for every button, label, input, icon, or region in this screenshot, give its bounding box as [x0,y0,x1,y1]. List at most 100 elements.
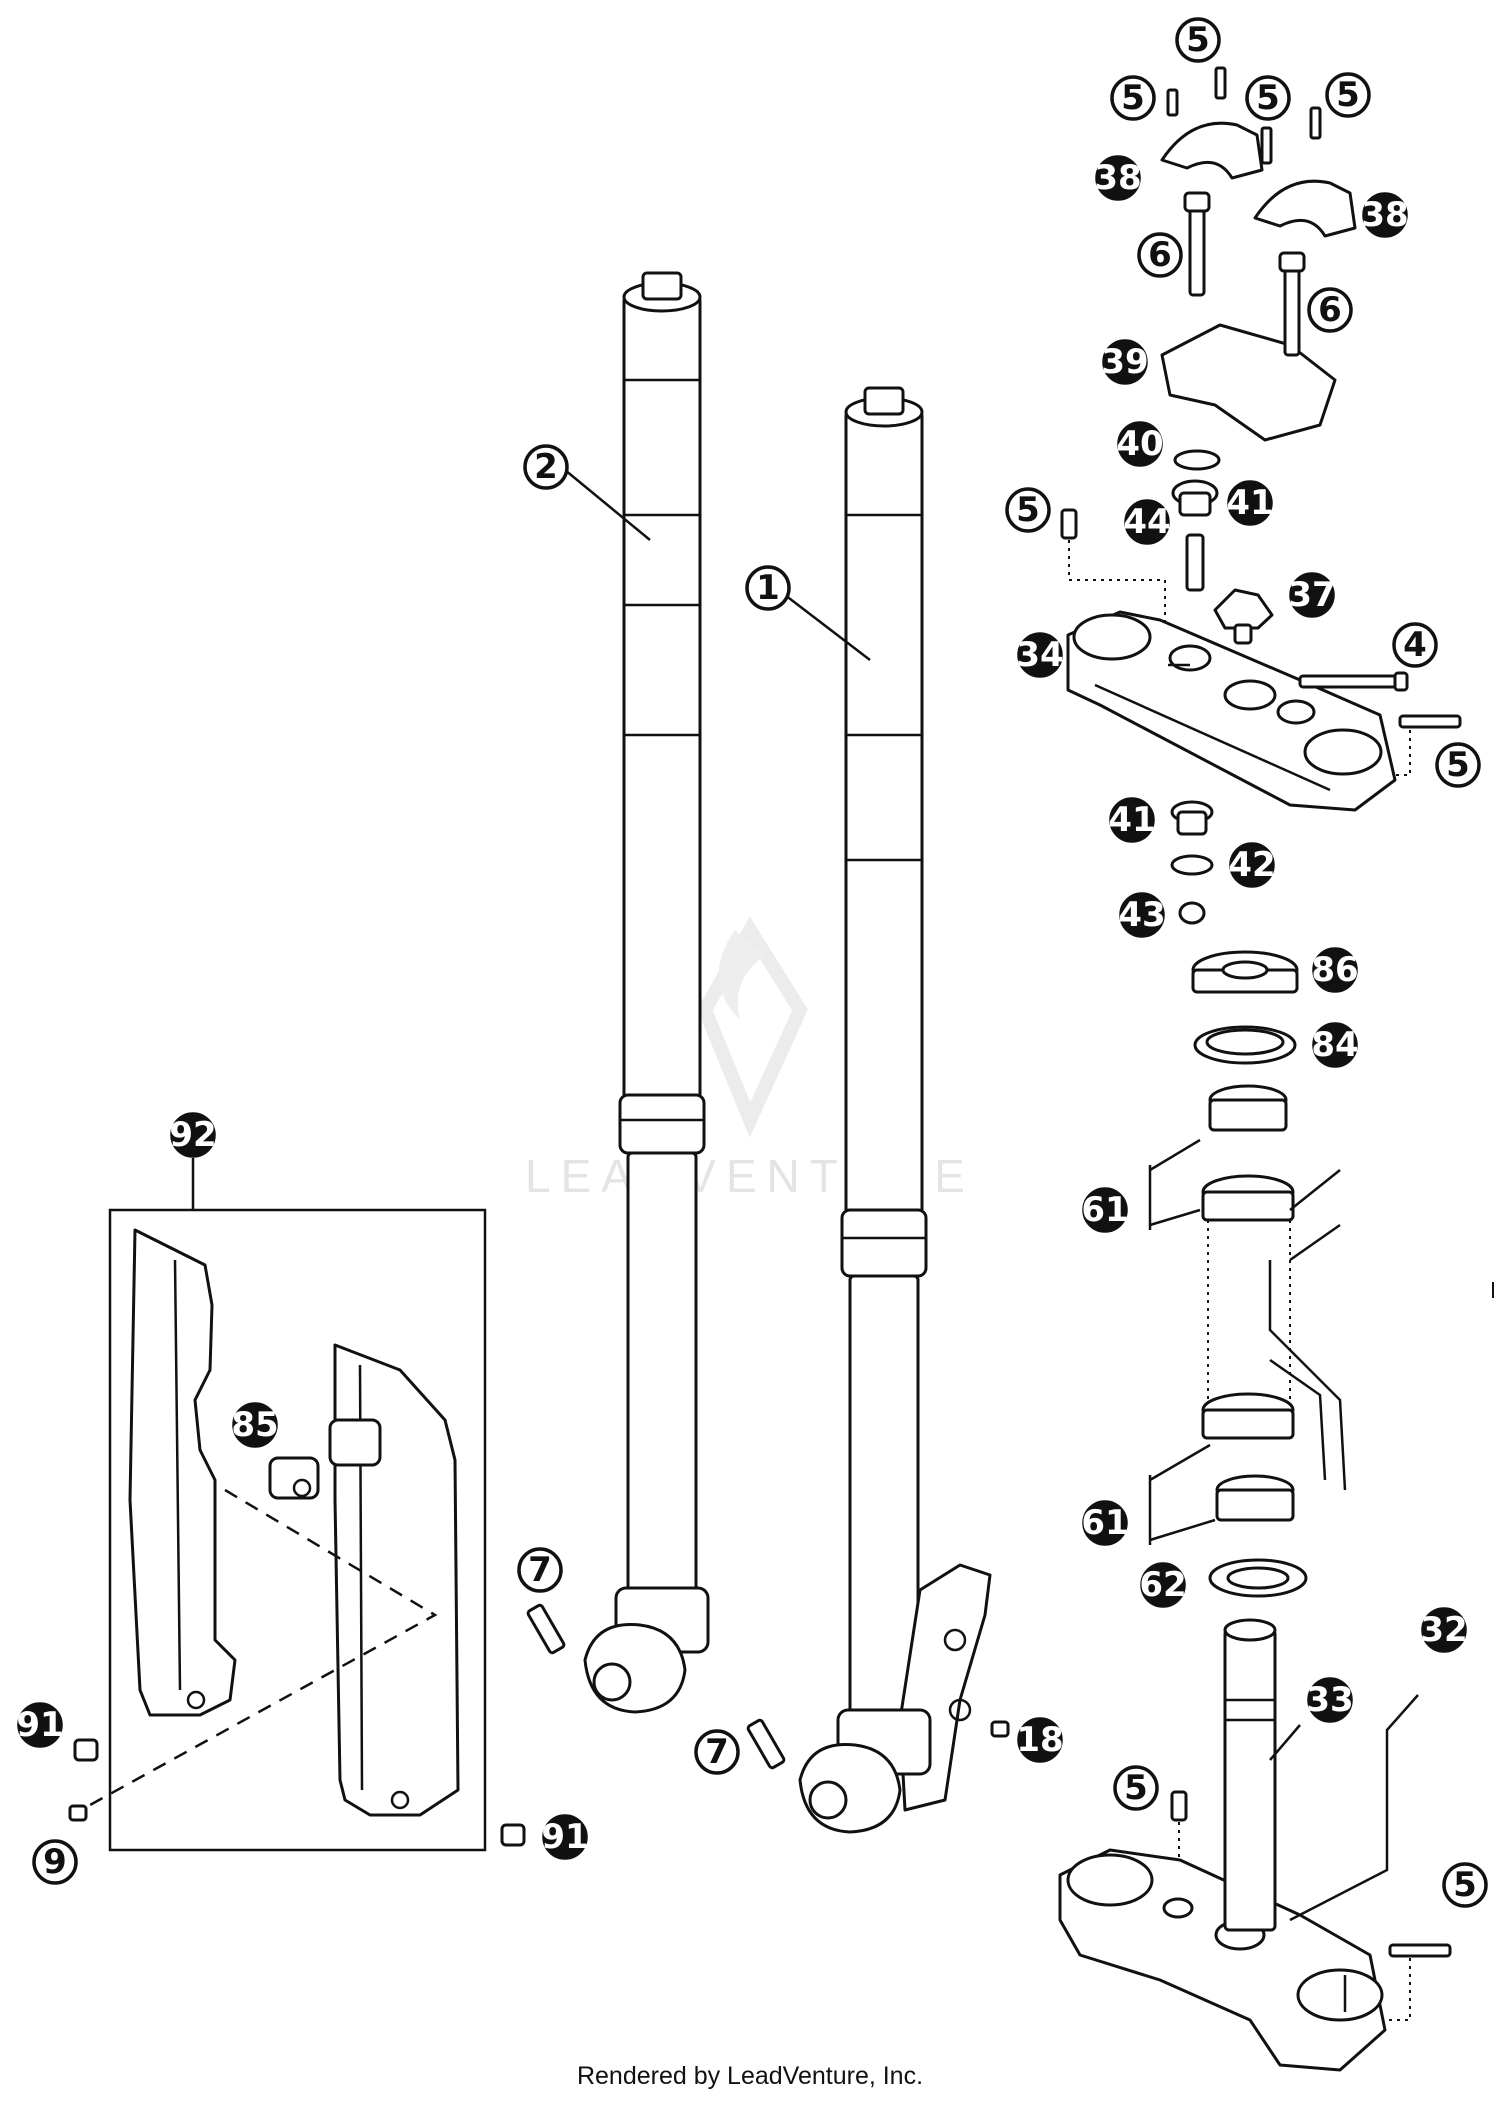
nut-43[interactable] [1178,901,1206,925]
svg-text:1: 1 [756,568,780,608]
callout-42: 42 [1228,842,1276,888]
callout-92: 92 [169,1112,217,1158]
svg-text:5: 5 [1186,20,1210,60]
bolt-5-lower-side[interactable] [1385,1943,1452,2021]
callout-43: 43 [1118,892,1166,938]
svg-text:5: 5 [1121,78,1145,118]
svg-text:37: 37 [1288,575,1335,615]
svg-text:85: 85 [231,1405,278,1445]
pin-44[interactable] [1185,533,1205,592]
svg-text:44: 44 [1123,502,1170,542]
axle-clamp-bolt-left[interactable] [526,1603,566,1655]
svg-text:18: 18 [1016,1720,1063,1760]
bearing-61-lower[interactable] [1148,1392,1295,1545]
screw-9[interactable] [68,1804,88,1822]
svg-text:2: 2 [534,447,558,487]
svg-text:7: 7 [528,1550,552,1590]
svg-text:5: 5 [1446,745,1470,785]
bushing-41-lower[interactable] [1170,800,1214,836]
bearing-61-upper[interactable] [1148,1084,1295,1230]
fork-guard-set-92[interactable] [108,1208,487,1852]
callout-5-a: 5 [1175,17,1221,63]
washer-42[interactable] [1170,854,1214,876]
svg-text:5: 5 [1016,490,1040,530]
handlebar-clamp-base-39[interactable] [1160,323,1337,442]
callout-7-a: 7 [517,1547,563,1593]
svg-text:9: 9 [43,1842,67,1882]
svg-text:91: 91 [541,1817,588,1857]
callout-34: 34 [1016,632,1064,678]
callout-44: 44 [1123,499,1171,545]
svg-text:61: 61 [1081,1190,1128,1230]
svg-text:5: 5 [1124,1768,1148,1808]
callout-39: 39 [1101,339,1149,385]
svg-text:5: 5 [1256,78,1280,118]
svg-text:41: 41 [1226,483,1273,523]
small-bolts-5-top[interactable] [1166,66,1322,165]
callout-91-b: 91 [541,1814,589,1860]
callout-18: 18 [1016,1717,1064,1763]
steering-stem-33[interactable] [1223,1618,1277,1932]
svg-text:5: 5 [1453,1865,1477,1905]
svg-text:42: 42 [1228,845,1275,885]
nut-18[interactable] [990,1720,1010,1738]
svg-text:38: 38 [1361,195,1408,235]
screw-91-left[interactable] [73,1738,99,1762]
callout-5-f: 5 [1435,742,1481,788]
svg-text:32: 32 [1420,1610,1467,1650]
callout-84: 84 [1311,1022,1359,1068]
svg-text:40: 40 [1116,424,1163,464]
svg-text:43: 43 [1118,895,1165,935]
callout-37: 37 [1288,572,1336,618]
lower-triple-clamp-32[interactable] [1058,1848,1387,2072]
callout-1: 1 [745,565,791,611]
callout-40: 40 [1116,421,1164,467]
washer-40[interactable] [1173,449,1221,471]
callout-38-b: 38 [1361,192,1409,238]
callout-86: 86 [1311,947,1359,993]
callout-33: 33 [1306,1677,1354,1723]
bushing-41-upper[interactable] [1171,479,1219,517]
svg-text:6: 6 [1318,290,1342,330]
svg-text:34: 34 [1016,635,1063,675]
svg-text:61: 61 [1081,1503,1128,1543]
seal-62[interactable] [1208,1558,1308,1598]
axle-clamp-bolt-right[interactable] [746,1718,786,1770]
clamp-bolts-6[interactable] [1183,191,1306,357]
render-credit: Rendered by LeadVenture, Inc. [576,2062,924,2090]
svg-text:86: 86 [1311,950,1358,990]
svg-text:39: 39 [1101,342,1148,382]
callout-5-e: 5 [1005,487,1051,533]
bolt-4[interactable] [1298,671,1409,692]
callout-41-b: 41 [1108,797,1156,843]
callout-5-g: 5 [1113,1765,1159,1811]
callout-4: 4 [1392,622,1438,668]
svg-text:38: 38 [1094,158,1141,198]
guard-clip-85[interactable] [268,1456,320,1500]
callout-61-a: 61 [1081,1187,1129,1233]
callout-6-a: 6 [1137,232,1183,278]
upper-triple-clamp-34[interactable] [1066,610,1397,812]
screw-91-right[interactable] [500,1823,526,1847]
handlebar-clamp-38-left[interactable] [1160,121,1264,180]
callout-5-h: 5 [1442,1862,1488,1908]
callout-5-c: 5 [1245,75,1291,121]
bolt-5-clamp-side[interactable] [1395,714,1462,776]
seal-86[interactable] [1191,950,1299,994]
svg-text:91: 91 [16,1705,63,1745]
svg-text:84: 84 [1311,1025,1358,1065]
handlebar-clamp-38-right[interactable] [1253,179,1357,238]
bolt-5-upper-left[interactable] [1060,508,1166,625]
fork-leg-2[interactable] [583,271,710,1714]
svg-text:7: 7 [705,1732,729,1772]
leader-lines [191,469,1419,1922]
bolt-5-lower-top[interactable] [1170,1790,1188,1860]
ring-84[interactable] [1193,1025,1297,1065]
nut-37[interactable] [1213,588,1274,645]
svg-text:92: 92 [169,1115,216,1155]
guard-assembly-line [89,1488,438,1807]
fork-leg-1[interactable] [798,386,992,1834]
svg-text:4: 4 [1403,625,1427,665]
svg-text:33: 33 [1306,1680,1353,1720]
